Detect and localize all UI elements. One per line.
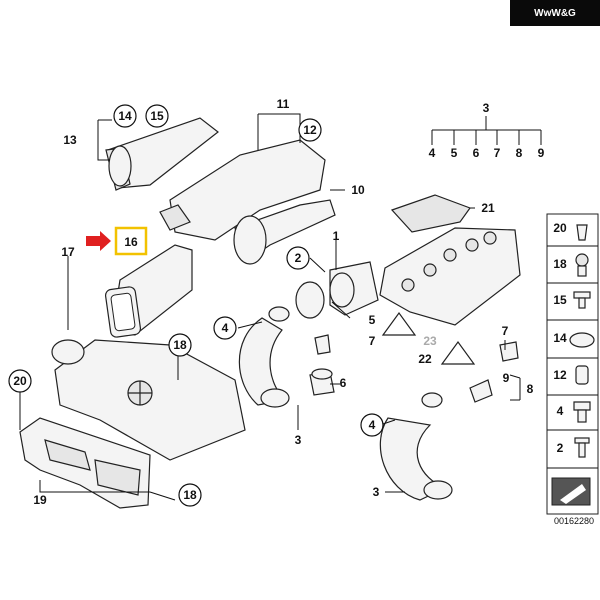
- callout-9-top: 9: [538, 146, 545, 160]
- callout-7-mid: 7: [369, 334, 376, 348]
- callout-6-mid: 6: [340, 376, 347, 390]
- callout-16: 16: [124, 235, 138, 249]
- callout-13: 13: [63, 133, 77, 147]
- fastener-2: 2: [557, 441, 564, 455]
- callout-11: 11: [277, 97, 290, 111]
- callout-circles: [8, 104, 384, 507]
- resonator-tray: [19, 417, 151, 509]
- fastener-12: 12: [553, 368, 567, 382]
- callout-15: 15: [150, 109, 164, 123]
- callout-7-right: 7: [502, 324, 509, 338]
- callout-3-mid: 3: [295, 433, 302, 447]
- intake-hose-left: [238, 306, 290, 408]
- fastener-15: 15: [553, 293, 567, 307]
- warning-triangles: [381, 311, 476, 365]
- callout-1: 1: [333, 229, 340, 243]
- callout-18-upper: 18: [173, 338, 187, 352]
- filter-housing-upper: [159, 139, 336, 265]
- intake-manifold: [379, 194, 521, 326]
- small-parts: [309, 334, 519, 403]
- callout-20: 20: [13, 374, 27, 388]
- air-duct-16: [104, 244, 193, 338]
- callout-10: 10: [351, 183, 365, 197]
- callout-12: 12: [303, 123, 317, 137]
- callout-7-top: 7: [494, 146, 501, 160]
- callout-19: 19: [33, 493, 47, 507]
- callout-4-right: 4: [369, 418, 376, 432]
- intake-snorkel: [105, 117, 219, 191]
- throttle-body: [295, 261, 379, 319]
- callout-5-mid: 5: [369, 313, 376, 327]
- fastener-4: 4: [557, 404, 564, 418]
- callout-4-top: 4: [429, 146, 436, 160]
- callout-22: 22: [418, 352, 432, 366]
- callout-9-right: 9: [503, 371, 510, 385]
- callout-4-mid: 4: [222, 321, 229, 335]
- fastener-20: 20: [553, 221, 567, 235]
- callout-8-right: 8: [527, 382, 534, 396]
- filter-housing-lower: [51, 339, 246, 461]
- callout-2: 2: [295, 251, 302, 265]
- callout-3-right: 3: [373, 485, 380, 499]
- callout-3-top: 3: [483, 101, 490, 115]
- fastener-18: 18: [553, 257, 567, 271]
- callout-8-top: 8: [516, 146, 523, 160]
- callout-6-top: 6: [473, 146, 480, 160]
- fastener-panel: [546, 213, 599, 515]
- callout-18-lower: 18: [183, 488, 197, 502]
- diagram-number: 00162280: [554, 516, 594, 526]
- fastener-14: 14: [553, 331, 567, 345]
- callout-17: 17: [61, 245, 75, 259]
- callout-14: 14: [118, 109, 132, 123]
- red-arrow: [86, 231, 111, 251]
- callout-5-top: 5: [451, 146, 458, 160]
- highlight-box-16: [114, 226, 148, 256]
- intake-hose-right: [379, 392, 453, 501]
- callout-23: 23: [423, 334, 437, 348]
- callout-21: 21: [481, 201, 495, 215]
- brand-badge: WwW&G: [510, 0, 600, 26]
